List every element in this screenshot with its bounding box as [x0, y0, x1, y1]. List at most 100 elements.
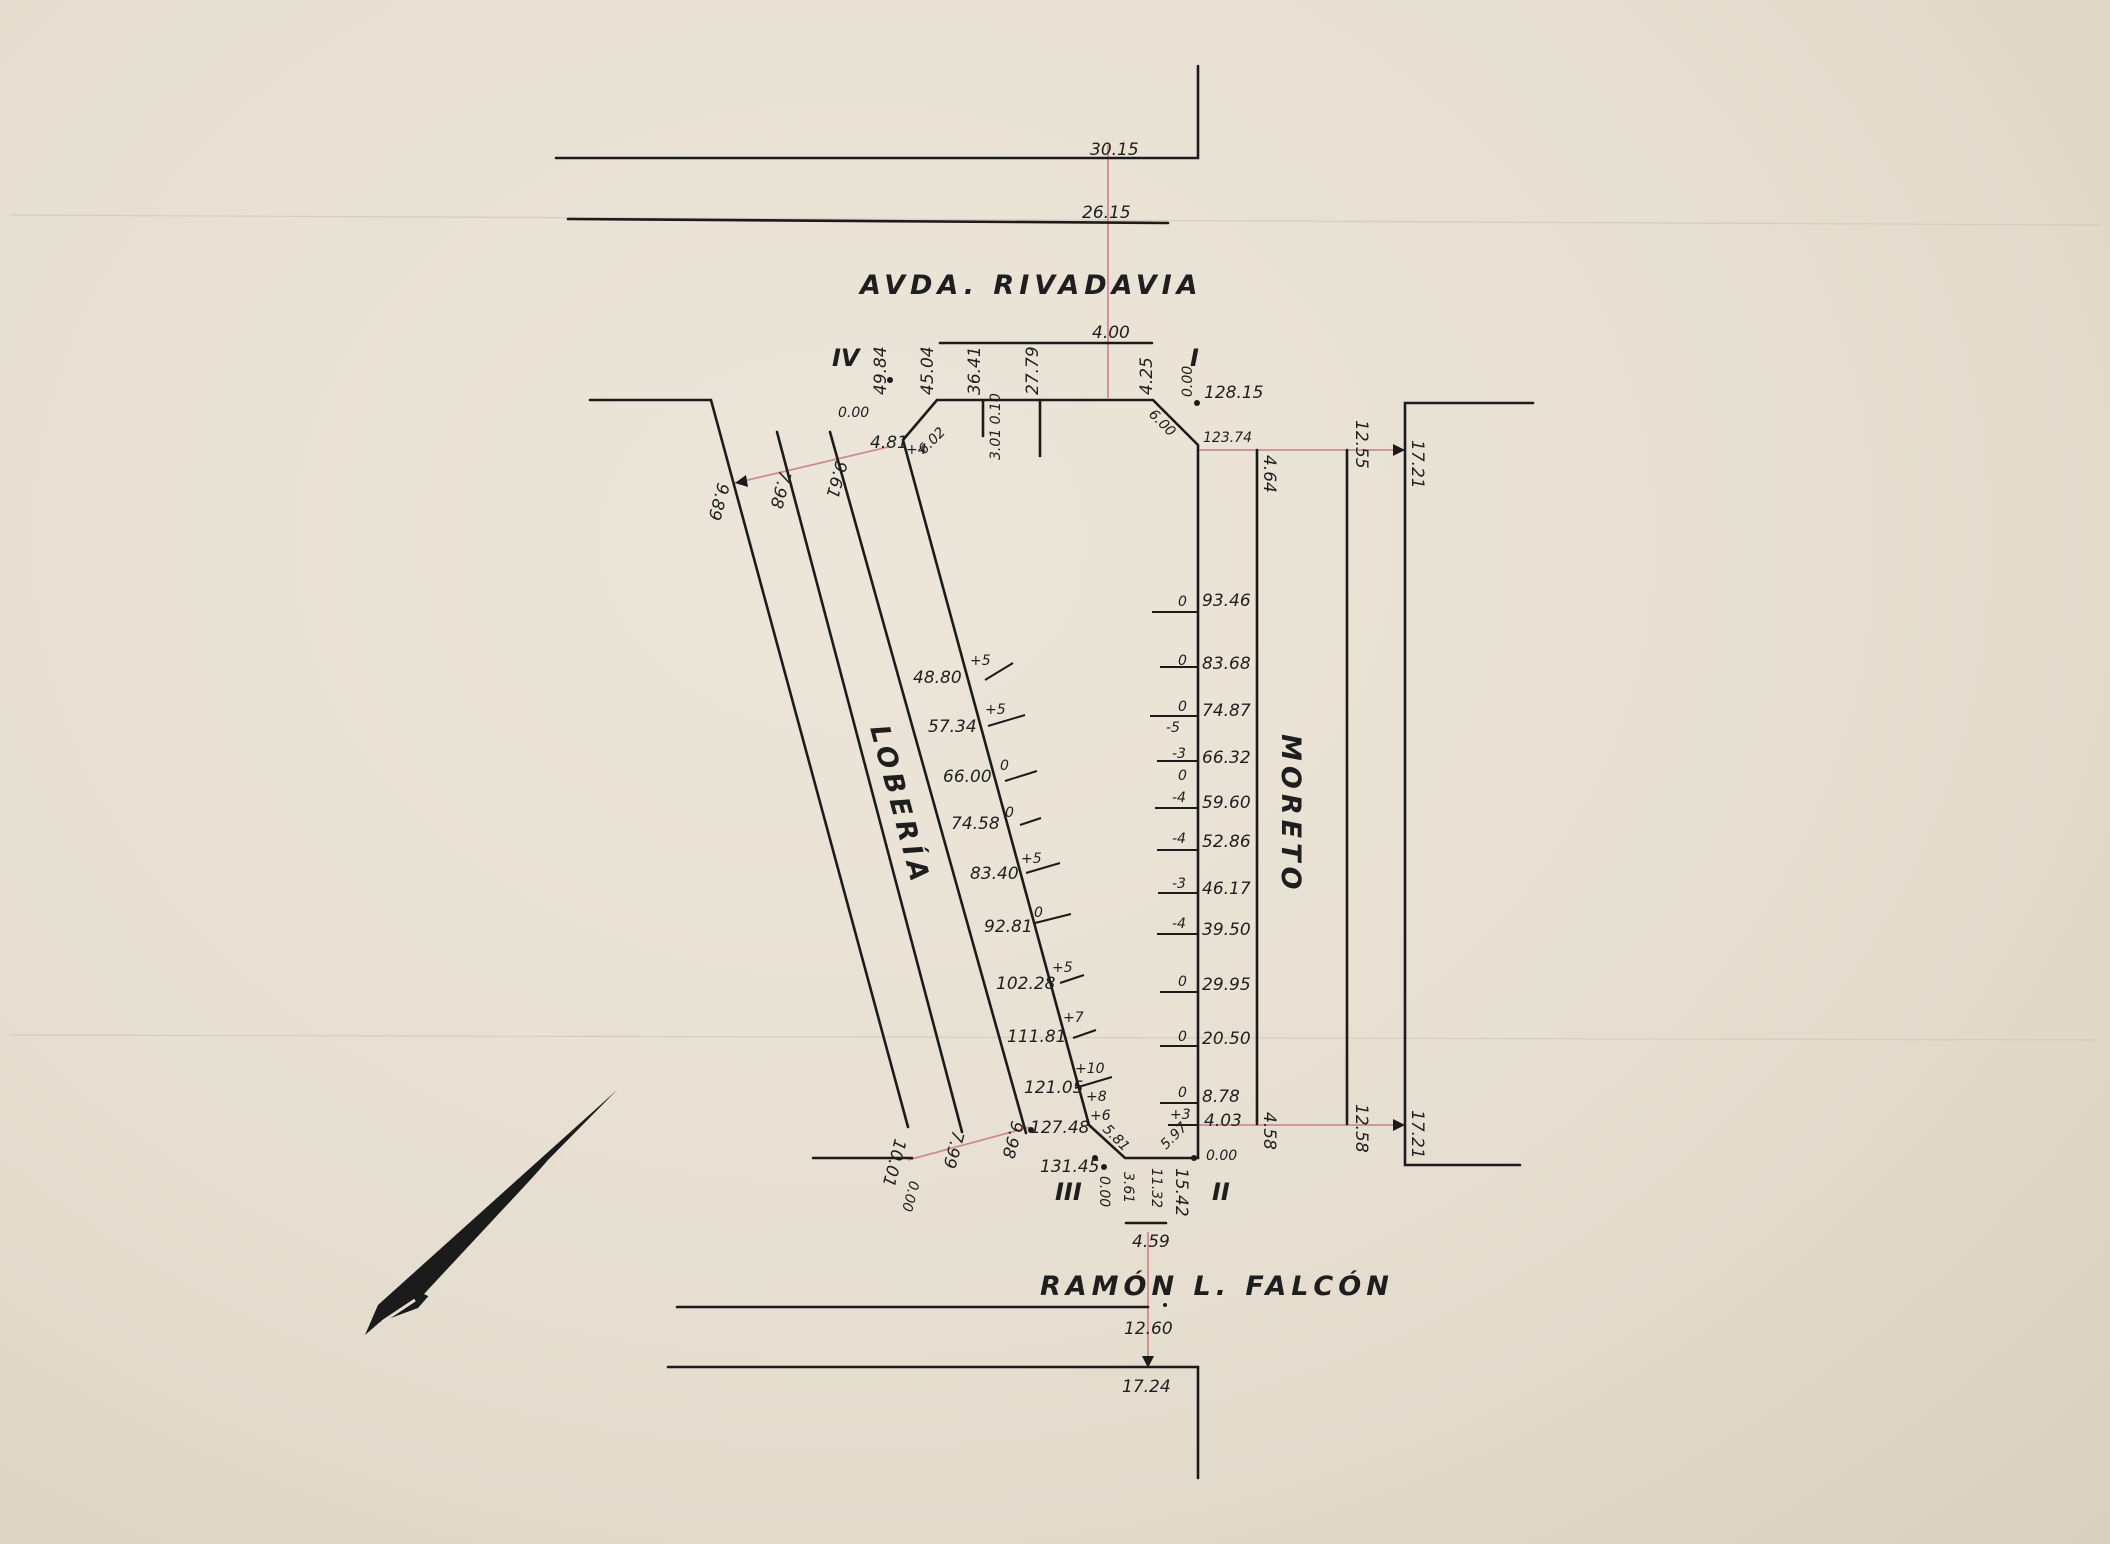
west-front-values: 48.80 +5 57.34 +5 66.00 0 74.58 0 83.40 … — [913, 653, 1107, 1138]
corner-III: III — [1055, 1178, 1082, 1206]
corner-II: II — [1212, 1178, 1230, 1206]
street-west: LOBERÍA — [863, 722, 937, 890]
north-arrow-icon — [365, 1090, 617, 1335]
north-ticks — [981, 398, 1042, 458]
east-value: 29.95 — [1202, 975, 1251, 995]
street-lines — [554, 64, 1535, 1480]
arrow-heads — [735, 444, 1405, 1368]
east-ticks — [1150, 611, 1198, 1126]
east-level: -3 — [1172, 876, 1186, 892]
west-value: 83.40 — [970, 864, 1019, 884]
east-value: 39.50 — [1202, 920, 1251, 940]
corner-IV: IV — [832, 344, 862, 372]
west-value: 74.58 — [951, 814, 1000, 834]
west-w1-top: 4.81 — [870, 433, 908, 453]
west-level: +5 — [970, 653, 991, 669]
east-sidewalk-top: 4.64 — [1259, 455, 1279, 493]
paper-ruling — [9, 214, 2101, 1041]
west-level: 0 — [1034, 905, 1043, 921]
west-w4-top: 9.89 — [703, 481, 732, 523]
west-level: +5 — [1052, 960, 1073, 976]
south-c1: 131.45 — [1040, 1157, 1099, 1177]
east-value: 74.87 — [1202, 701, 1251, 721]
street-north: AVDA. RIVADAVIA — [858, 270, 1203, 301]
east-road-top: 12.55 — [1351, 420, 1371, 469]
north-c2: 4.25 — [1137, 357, 1157, 395]
measurement-guides — [734, 145, 1405, 1368]
north-c4: 36.41 — [965, 346, 985, 395]
north-c9: 123.74 — [1203, 430, 1252, 446]
east-level: 0 — [1178, 1029, 1187, 1045]
west-level: 0 — [1005, 805, 1014, 821]
east-level: 0 — [1178, 653, 1187, 669]
south-c6: 0.00 — [1206, 1148, 1237, 1164]
west-w3-bottom: 7.99 — [938, 1129, 967, 1171]
north-c6: 49.84 — [871, 346, 891, 395]
west-value: 48.80 — [913, 668, 962, 688]
street-south: RAMÓN L. FALCÓN — [1040, 1270, 1394, 1302]
west-level: +8 — [1086, 1089, 1107, 1105]
block-outline — [901, 398, 1200, 1160]
south-c4: 11.32 — [1148, 1168, 1164, 1208]
west-w2-bottom: 9.98 — [997, 1119, 1026, 1161]
east-outer-bottom: 17.21 — [1407, 1110, 1427, 1159]
east-value: 8.78 — [1202, 1087, 1240, 1107]
south-sidewalk-width: 4.59 — [1132, 1232, 1170, 1252]
east-level: 0 — [1178, 699, 1187, 715]
east-level: -4 — [1172, 790, 1186, 806]
east-value: 46.17 — [1202, 879, 1251, 899]
east-value: 93.46 — [1202, 591, 1251, 611]
west-level: +5 — [1021, 851, 1042, 867]
south-level-w: +6 — [1090, 1108, 1111, 1124]
north-c8: 128.15 — [1204, 383, 1263, 403]
west-value: 127.48 — [1030, 1118, 1090, 1138]
east-outer-top: 17.21 — [1407, 440, 1427, 489]
west-level: +5 — [985, 702, 1006, 718]
north-sidewalk-width: 4.00 — [1092, 323, 1130, 343]
west-value: 121.05 — [1024, 1078, 1083, 1098]
west-w1-bottom: 0.00 — [898, 1179, 922, 1213]
west-value: 102.28 — [996, 974, 1056, 994]
north-inner-width: 26.15 — [1082, 203, 1131, 223]
corner-I: I — [1190, 344, 1199, 372]
west-value: 111.81 — [1007, 1027, 1066, 1047]
east-extra-level: 0 — [1178, 768, 1187, 784]
corner-dots — [887, 377, 1200, 1307]
south-c5: 15.42 — [1171, 1168, 1191, 1217]
south-c2: 0.00 — [1096, 1176, 1112, 1207]
east-level: -3 — [1172, 746, 1186, 762]
east-value: 4.03 — [1204, 1111, 1242, 1131]
east-value: 83.68 — [1202, 654, 1251, 674]
south-c3: 3.61 — [1120, 1172, 1136, 1203]
east-level: +3 — [1170, 1107, 1191, 1123]
south-outer-width: 17.24 — [1122, 1377, 1171, 1397]
east-sidewalk-bottom: 4.58 — [1259, 1112, 1279, 1150]
north-c1: 0.00 — [1180, 366, 1196, 397]
north-c5: 45.04 — [918, 346, 938, 395]
east-value: 59.60 — [1202, 793, 1251, 813]
street-east: MORETO — [1275, 734, 1306, 894]
west-level: 0 — [1000, 758, 1009, 774]
west-w4-bottom: 10.01 — [878, 1137, 910, 1189]
north-outer-width: 30.15 — [1090, 140, 1139, 160]
west-level: +10 — [1075, 1061, 1105, 1077]
east-value: 52.86 — [1202, 832, 1251, 852]
north-inner-mark: 3.01 0.10 — [988, 393, 1004, 460]
east-value: 66.32 — [1202, 748, 1251, 768]
east-level: 0 — [1178, 974, 1187, 990]
east-front-values: 93.46 0 83.68 0 74.87 0 66.32 -3 59.60 -… — [1166, 591, 1251, 1131]
west-value: 57.34 — [928, 717, 977, 737]
east-road-bottom: 12.58 — [1351, 1104, 1371, 1153]
west-value: 92.81 — [984, 917, 1033, 937]
south-inner-width: 12.60 — [1124, 1319, 1173, 1339]
east-level: -4 — [1172, 831, 1186, 847]
east-level: 0 — [1178, 594, 1187, 610]
west-level: +7 — [1063, 1010, 1084, 1026]
east-value: 20.50 — [1202, 1029, 1251, 1049]
north-c7: 0.00 — [838, 405, 869, 421]
east-level: -4 — [1172, 916, 1186, 932]
north-chamfer-west-level: +4 — [906, 442, 927, 458]
north-chamfer-east: 6.00 — [1145, 407, 1178, 440]
